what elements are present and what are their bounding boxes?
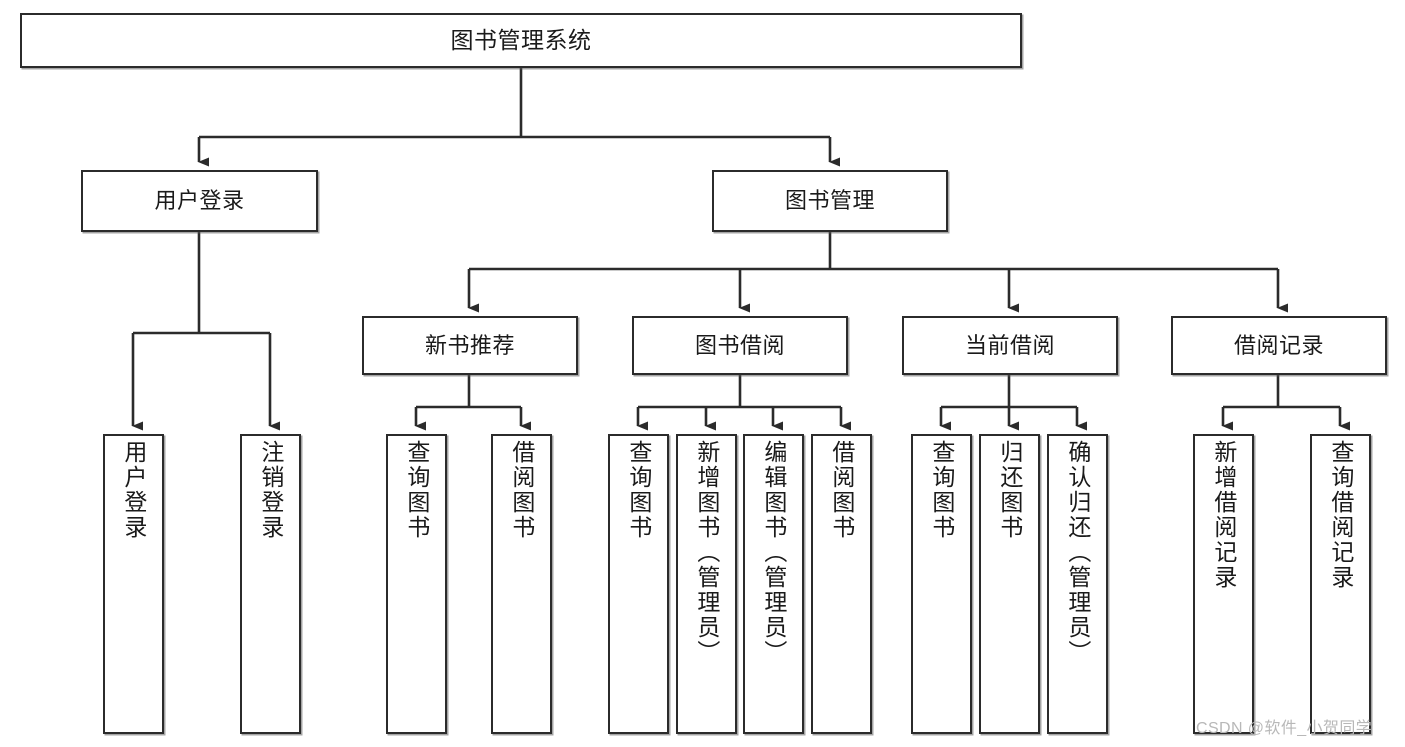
leaf-borrow-lend-book-label: 借阅图书: [828, 440, 855, 540]
node-current-borrow-label: 当前借阅: [964, 332, 1055, 358]
leaf-query-borrow-record-label: 查询借阅记录: [1327, 440, 1354, 590]
node-new-book-recommendation-label: 新书推荐: [424, 332, 515, 358]
node-current-borrow[interactable]: 当前借阅: [902, 316, 1118, 375]
leaf-logout-label: 注销登录: [257, 440, 284, 540]
leaf-logout[interactable]: 注销登录: [240, 434, 301, 734]
node-user-login-label: 用户登录: [154, 188, 245, 214]
node-book-borrow-label: 图书借阅: [694, 332, 785, 358]
leaf-user-login-label: 用户登录: [120, 440, 147, 540]
leaf-query-borrow-record[interactable]: 查询借阅记录: [1310, 434, 1371, 734]
node-root-book-management-system[interactable]: 图书管理系统: [20, 13, 1022, 68]
node-borrow-record-label: 借阅记录: [1233, 332, 1324, 358]
leaf-add-borrow-record-label: 新增借阅记录: [1210, 440, 1237, 590]
node-borrow-record[interactable]: 借阅记录: [1171, 316, 1387, 375]
leaf-borrow-query-book[interactable]: 查询图书: [608, 434, 669, 734]
leaf-recommend-borrow-book[interactable]: 借阅图书: [491, 434, 552, 734]
csdn-watermark: CSDN @软件_小贺同学: [1196, 720, 1373, 737]
leaf-recommend-query-book[interactable]: 查询图书: [386, 434, 447, 734]
node-new-book-recommendation[interactable]: 新书推荐: [362, 316, 578, 375]
leaf-confirm-return-admin[interactable]: 确认归还（管理员）: [1047, 434, 1108, 734]
leaf-recommend-borrow-book-label: 借阅图书: [508, 440, 535, 540]
leaf-user-login[interactable]: 用户登录: [103, 434, 164, 734]
leaf-return-book[interactable]: 归还图书: [979, 434, 1040, 734]
leaf-add-book-admin-label: 新增图书（管理员）: [693, 440, 720, 665]
node-book-management[interactable]: 图书管理: [712, 170, 948, 232]
leaf-current-query-book-label: 查询图书: [928, 440, 955, 540]
node-book-management-label: 图书管理: [784, 188, 875, 214]
leaf-return-book-label: 归还图书: [996, 440, 1023, 540]
leaf-edit-book-admin-label: 编辑图书（管理员）: [760, 440, 787, 665]
leaf-borrow-query-book-label: 查询图书: [625, 440, 652, 540]
leaf-edit-book-admin[interactable]: 编辑图书（管理员）: [743, 434, 804, 734]
node-root-label: 图书管理系统: [450, 26, 592, 53]
node-user-login[interactable]: 用户登录: [81, 170, 318, 232]
leaf-current-query-book[interactable]: 查询图书: [911, 434, 972, 734]
leaf-recommend-query-book-label: 查询图书: [403, 440, 430, 540]
leaf-borrow-lend-book[interactable]: 借阅图书: [811, 434, 872, 734]
node-book-borrow[interactable]: 图书借阅: [632, 316, 848, 375]
leaf-confirm-return-admin-label: 确认归还（管理员）: [1064, 440, 1091, 665]
leaf-add-book-admin[interactable]: 新增图书（管理员）: [676, 434, 737, 734]
leaf-add-borrow-record[interactable]: 新增借阅记录: [1193, 434, 1254, 734]
